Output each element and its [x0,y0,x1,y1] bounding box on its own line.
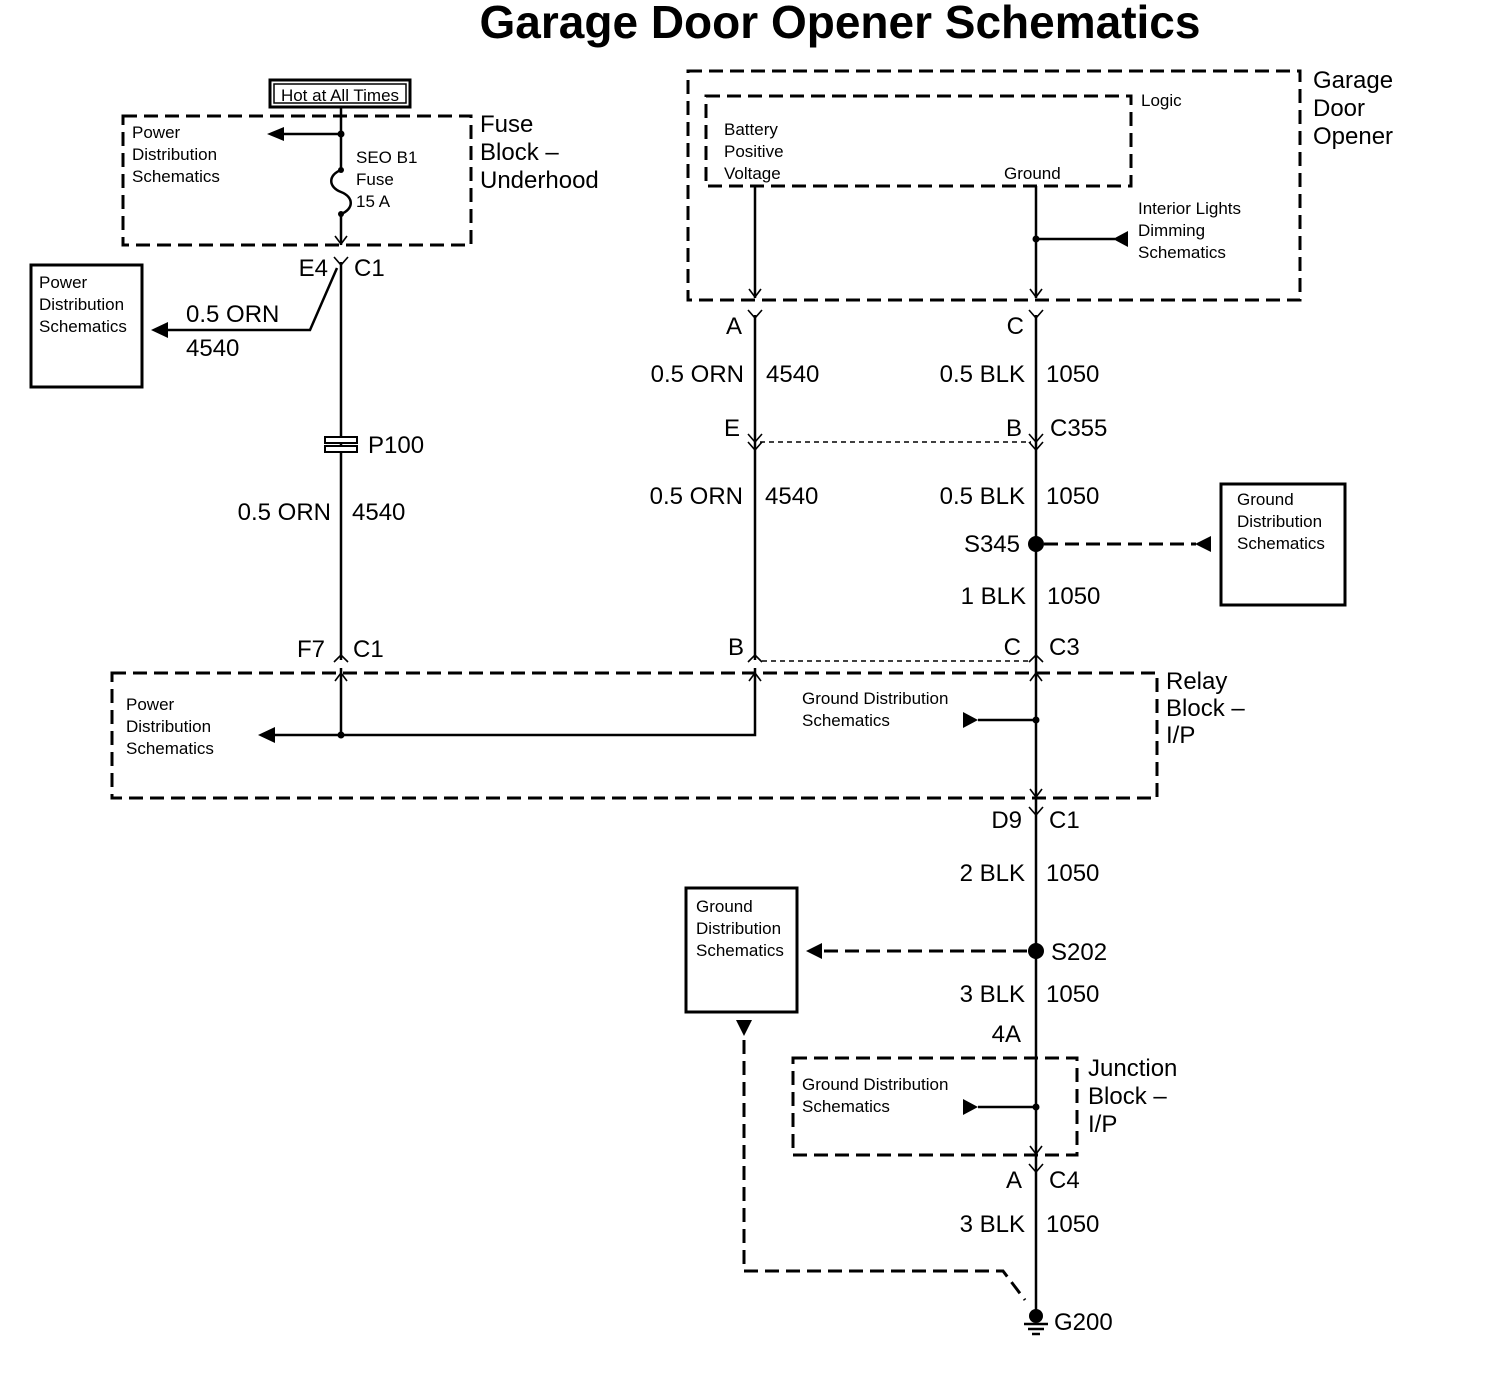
svg-text:2 BLK: 2 BLK [960,860,1025,887]
svg-text:Ground Distribution: Ground Distribution Schematics [1237,490,1327,553]
fuse-seo-b1-label: SEO B1 Fuse 15 A [356,148,422,211]
svg-text:1050: 1050 [1046,981,1099,1008]
svg-text:A: A [1006,1167,1022,1194]
junction-block-ip: Junction Block – I/P Ground Distribution… [791,1055,1184,1157]
svg-text:3 BLK: 3 BLK [960,981,1025,1008]
garage-door-opener-name: Garage Door Opener [1313,67,1400,150]
svg-text:4A: 4A [992,1021,1021,1048]
svg-text:E4: E4 [299,255,328,282]
splice-s202 [1028,943,1044,959]
connector-d9-c1: D9 C1 [991,806,1080,834]
svg-text:1050: 1050 [1046,860,1099,887]
fuse-block-name: Fuse Block – Underhood [480,111,599,194]
svg-text:C4: C4 [1049,1167,1080,1194]
arrow-to-power-distribution [151,322,168,338]
arrow-to-power-ref [267,127,284,141]
page-title: Garage Door Opener Schematics [480,0,1201,48]
connector-e4-c1: E4 C1 [299,255,385,282]
connector-c3: B C C3 [728,634,1080,663]
svg-text:C355: C355 [1050,415,1107,442]
svg-text:Ground Distribution Sche: Ground Distribution Schematics [802,1075,953,1116]
fuse-symbol [330,168,352,216]
svg-text:Power Distribution: Power Distribution Schematics [39,273,129,336]
svg-text:Logic: Logic [1141,91,1182,110]
svg-text:Junction Block – I: Junction Block – I/P [1088,1055,1184,1138]
svg-text:G200: G200 [1054,1309,1113,1336]
svg-text:B: B [1006,415,1022,442]
hot-at-all-times-label: Hot at All Times [281,86,399,105]
svg-text:0.5 BLK: 0.5 BLK [940,483,1025,510]
arrow-from-dimming-ref [1113,231,1128,247]
svg-text:S202: S202 [1051,939,1107,966]
svg-text:Relay Block – I/P: Relay Block – I/P [1166,668,1251,749]
svg-text:C: C [1007,313,1024,340]
hot-at-all-times-tag: Hot at All Times [268,78,412,109]
svg-text:P100: P100 [368,432,424,459]
connector-c4: A C4 [1006,1163,1080,1194]
svg-text:F7: F7 [297,636,325,663]
ground-distribution-ref-box-2: Ground Distribution Schematics [684,886,799,1014]
svg-text:A: A [726,313,742,340]
svg-text:C1: C1 [354,255,385,282]
svg-text:Ground Distribution Sche: Ground Distribution Schematics [802,689,953,730]
arrow-from-relay-ground-ref [963,712,978,728]
svg-text:Ground Distribution: Ground Distribution Schematics [696,897,786,960]
svg-text:B: B [728,634,744,661]
svg-text:S345: S345 [964,531,1020,558]
svg-text:D9: D9 [991,807,1022,834]
fuse-block-power-ref: Power Distribution Schematics [132,123,222,186]
svg-text:0.5 BLK: 0.5 BLK [940,361,1025,388]
svg-text:4540: 4540 [766,361,819,388]
arrow-from-junction-ground-ref [963,1099,978,1115]
svg-text:1050: 1050 [1047,583,1100,610]
svg-text:1050: 1050 [1046,361,1099,388]
arrow-down-from-ref [736,1020,752,1036]
svg-text:E: E [724,415,740,442]
svg-text:Power Distribution: Power Distribution Schematics [126,695,216,758]
svg-text:Ground: Ground [1004,164,1061,183]
arrow-from-ground-ref [1195,536,1211,552]
arrow-to-relay-power-ref [258,727,275,743]
svg-text:C1: C1 [353,636,384,663]
connector-c355: E B C355 [724,415,1107,452]
svg-text:0.5 ORN: 0.5 ORN [186,301,279,328]
garage-door-opener-module: Garage Door Opener Logic Battery Positiv… [686,67,1400,302]
svg-text:3 BLK: 3 BLK [960,1211,1025,1238]
svg-text:1050: 1050 [1046,1211,1099,1238]
svg-text:4540: 4540 [352,499,405,526]
splice-s345 [1028,536,1044,552]
svg-text:C: C [1004,634,1021,661]
svg-text:C1: C1 [1049,807,1080,834]
svg-text:0.5 ORN: 0.5 ORN [650,483,743,510]
svg-text:0.5 ORN: 0.5 ORN [651,361,744,388]
svg-text:1050: 1050 [1046,483,1099,510]
svg-text:Battery Positive V: Battery Positive Voltage [724,120,788,183]
connector-f7-c1: F7 C1 [297,636,384,663]
pass-through-p100: P100 [324,432,424,459]
relay-block-ip: Relay Block – I/P Power Distribution Sch… [110,668,1251,800]
svg-text:0.5 ORN: 0.5 ORN [238,499,331,526]
arrow-to-ground-ref-2 [806,943,822,959]
power-distribution-ref-box: Power Distribution Schematics [29,263,144,389]
svg-text:C3: C3 [1049,634,1080,661]
svg-text:4540: 4540 [186,335,239,362]
ground-g200-icon [1024,1309,1048,1336]
ground-distribution-ref-box: Ground Distribution Schematics [1219,482,1347,607]
svg-text:Interior Lights Dimming: Interior Lights Dimming Schematics [1138,199,1246,262]
svg-text:1 BLK: 1 BLK [961,583,1026,610]
fuse-block-underhood: Fuse Block – Underhood Power Distributio… [121,111,599,247]
svg-text:4540: 4540 [765,483,818,510]
